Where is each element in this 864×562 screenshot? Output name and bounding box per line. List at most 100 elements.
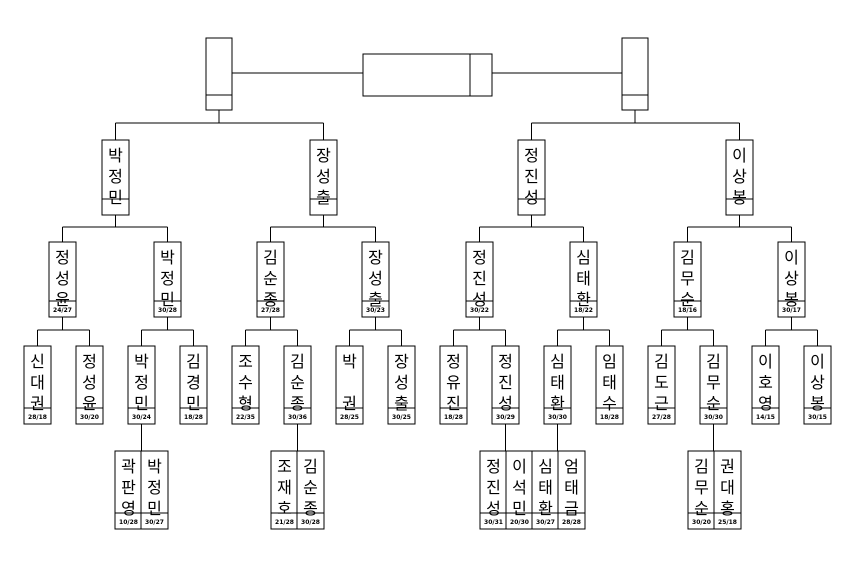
player-box-frame — [127, 345, 156, 425]
player-score: 30/29 — [496, 414, 515, 421]
player-score: 30/30 — [548, 414, 567, 421]
player-box-frame — [517, 139, 546, 216]
player-box-frame — [557, 450, 586, 530]
player-score: 18/28 — [444, 414, 463, 421]
player-score: 30/28 — [158, 307, 177, 314]
player-box-frame — [673, 241, 702, 318]
player-box-frame — [569, 241, 598, 318]
player-box-frame — [543, 345, 572, 425]
player-box-frame — [777, 241, 806, 318]
player-score: 30/28 — [301, 519, 320, 526]
player-score: 30/27 — [145, 519, 164, 526]
player-box-frame — [725, 139, 754, 216]
player-box-frame — [465, 241, 494, 318]
player-score: 30/20 — [80, 414, 99, 421]
player-score: 14/15 — [756, 414, 775, 421]
player-box-frame — [283, 345, 312, 425]
player-box-frame — [114, 450, 143, 530]
player-box-frame — [335, 345, 364, 425]
player-box-frame — [699, 345, 728, 425]
player-box-frame — [140, 450, 169, 530]
player-score: 18/22 — [574, 307, 593, 314]
player-score: 28/28 — [562, 519, 581, 526]
player-box-frame — [387, 345, 416, 425]
player-name: 박 권 — [342, 352, 357, 413]
player-score: 30/23 — [366, 307, 385, 314]
player-score: 30/17 — [782, 307, 801, 314]
player-box-frame — [647, 345, 676, 425]
champion-box — [362, 53, 493, 97]
player-box-frame — [256, 241, 285, 318]
player-score: 25/18 — [718, 519, 737, 526]
final-match — [205, 37, 649, 111]
player-score: 30/36 — [288, 414, 307, 421]
player-score: 24/27 — [53, 307, 72, 314]
player-box: 박 권28/25 — [335, 345, 364, 425]
player-box-frame — [296, 450, 325, 530]
player-box-frame — [713, 450, 742, 530]
player-box-frame — [531, 450, 560, 530]
player-box-frame — [803, 345, 832, 425]
player-box-frame — [439, 345, 468, 425]
player-box-frame — [479, 450, 508, 530]
player-score: 30/22 — [470, 307, 489, 314]
player-box-frame — [491, 345, 520, 425]
player-box-frame — [75, 345, 104, 425]
player-box-frame — [361, 241, 390, 318]
bracket-lines — [37, 110, 818, 451]
player-box-frame — [101, 139, 130, 216]
final-left-box — [205, 37, 233, 111]
player-box-frame — [231, 345, 260, 425]
final-right-box — [621, 37, 649, 111]
player-box-frame — [179, 345, 208, 425]
player-box-frame — [270, 450, 299, 530]
player-score: 30/30 — [704, 414, 723, 421]
player-score: 27/28 — [261, 307, 280, 314]
player-score: 22/35 — [236, 414, 255, 421]
player-score: 18/16 — [678, 307, 697, 314]
